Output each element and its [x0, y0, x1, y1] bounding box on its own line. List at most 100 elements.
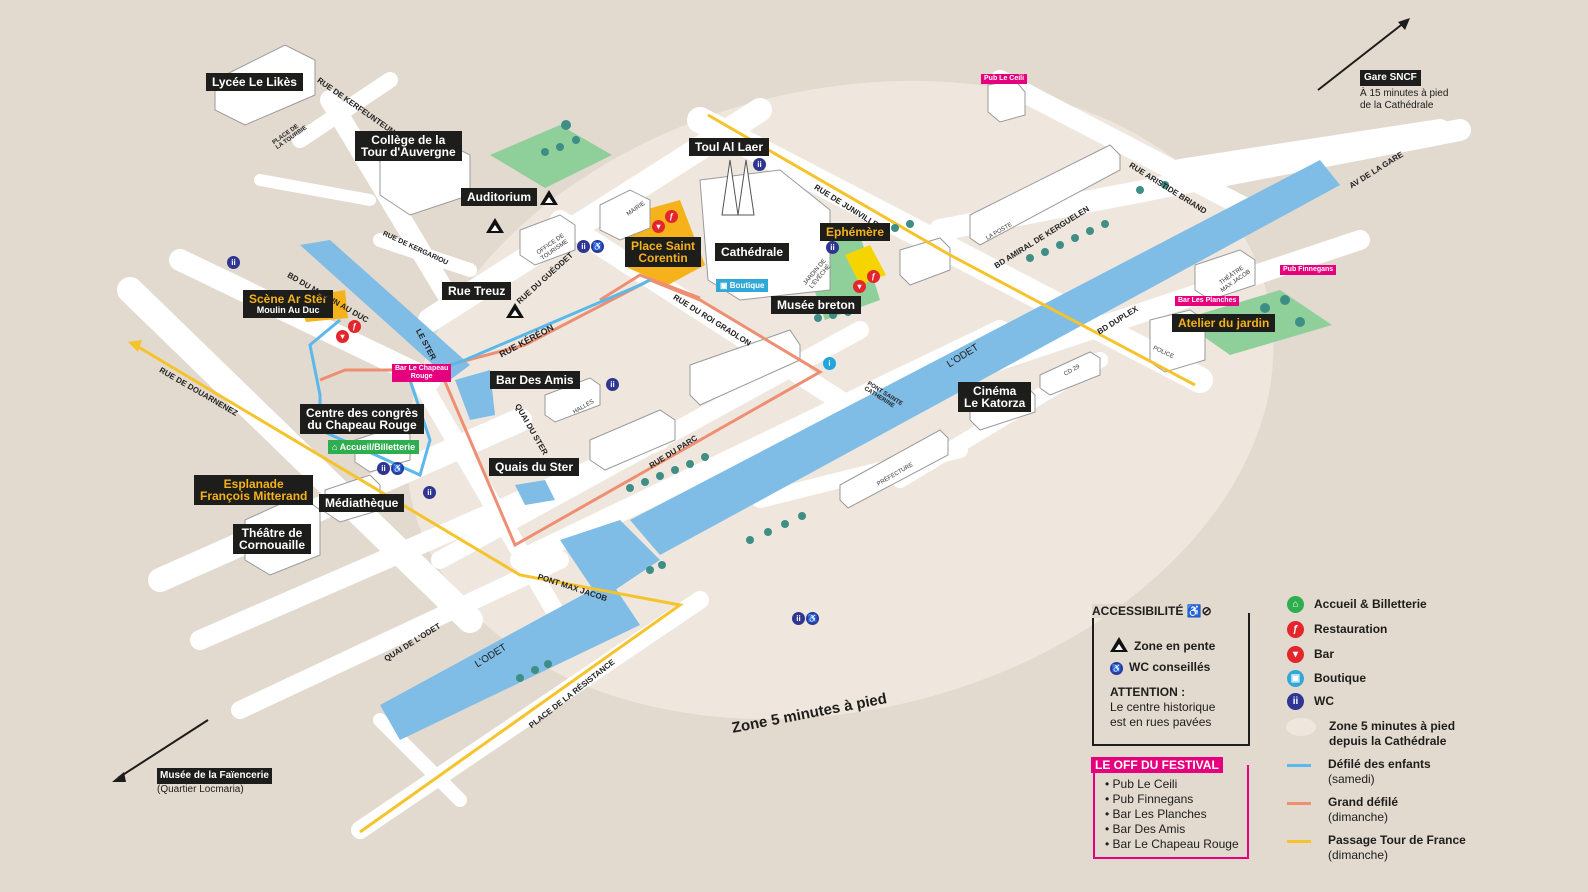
wheelchair-icon: ♿ — [1110, 662, 1123, 675]
wc-icon[interactable]: ii — [227, 256, 240, 269]
wc-icon: ii — [1287, 693, 1304, 710]
musee-breton-label[interactable]: Musée breton — [771, 296, 862, 314]
rue-treuz-label[interactable]: Rue Treuz — [442, 282, 512, 300]
ephemere-label[interactable]: Ephémère — [820, 223, 891, 241]
legend-tour-sub: (dimanche) — [1328, 848, 1389, 862]
house-icon: ⌂ — [332, 442, 340, 452]
lycee-label[interactable]: Lycée Le Likès — [206, 73, 303, 91]
mediatheque-label[interactable]: Médiathèque — [319, 494, 405, 512]
accueil-text: Accueil/Billetterie — [339, 442, 416, 452]
attention-text: Le centre historique est en rues pavées — [1110, 700, 1216, 729]
tour-line-swatch — [1287, 840, 1311, 843]
wc-icon: ii — [792, 612, 805, 625]
boutique-label[interactable]: ▣ Boutique — [716, 279, 769, 292]
legend-grand-sub: (dimanche) — [1328, 810, 1389, 824]
legend-restauration-text: Restauration — [1314, 622, 1388, 636]
theatre-cornouaille-label[interactable]: Théâtre de Cornouaille — [233, 524, 312, 554]
cup-icon[interactable]: ▾ — [336, 330, 349, 343]
list-item: • Bar Le Chapeau Rouge — [1105, 837, 1239, 851]
cup-icon[interactable]: ▾ — [652, 220, 665, 233]
defile-line-swatch — [1287, 802, 1311, 805]
river — [300, 160, 1340, 740]
grand-defile-route-b — [599, 273, 701, 302]
wc-accessible-icons[interactable]: ii♿ — [377, 462, 404, 475]
wc-icon: ii — [577, 240, 590, 253]
wc-icon[interactable]: ii — [423, 486, 436, 499]
gare-arrowhead — [1398, 18, 1410, 30]
gare-sncf[interactable]: Gare SNCF À 15 minutes à pied de la Cath… — [1360, 67, 1448, 112]
college-label[interactable]: Collège de la Tour d'Auvergne — [355, 131, 462, 161]
slope-legend: Zone en pente — [1110, 635, 1215, 653]
wc-accessible-icons[interactable]: ii♿ — [792, 612, 819, 625]
fork-knife-icon: ƒ — [1287, 621, 1304, 638]
wc-icon[interactable]: ii — [606, 378, 619, 391]
list-item: • Bar Des Amis — [1105, 822, 1186, 836]
wc-accessible-icons[interactable]: ii — [826, 241, 839, 254]
bar-planches-label[interactable]: Bar Les Planches — [1175, 296, 1240, 306]
centre-congres-label[interactable]: Centre des congrès du Chapeau Rouge — [300, 404, 425, 434]
off-list: • Pub Le Ceili • Pub Finnegans • Bar Les… — [1105, 777, 1239, 852]
zone-swatch — [1286, 718, 1316, 736]
info-icon[interactable]: i — [823, 357, 836, 370]
bar-chapeau-rouge-label[interactable]: Bar Le Chapeau Rouge — [392, 364, 452, 382]
wc-advice-legend: ♿WC conseillés — [1110, 660, 1210, 675]
cup-icon[interactable]: ▾ — [853, 280, 866, 293]
slope-icon — [540, 190, 558, 205]
wc-icon[interactable]: ii — [753, 158, 766, 171]
quais-du-ster-label[interactable]: Quais du Ster — [489, 458, 580, 476]
attention-note: ATTENTION :Le centre historique est en r… — [1110, 685, 1215, 730]
wheelchair-icon: ♿ — [806, 612, 819, 625]
musee-faiencerie[interactable]: Musée de la Faïencerie (Quartier Locmari… — [157, 765, 272, 796]
atelier-label[interactable]: Atelier du jardin — [1172, 314, 1276, 332]
tour-de-france-route-west — [134, 343, 684, 834]
musee-arrow — [117, 719, 209, 779]
bag-icon: ▣ — [720, 281, 730, 290]
scene-label-title: Scène Ar Stêr — [249, 292, 328, 306]
no-stroller-icon: ⊘ — [1201, 604, 1212, 618]
slope-text: Zone en pente — [1134, 639, 1216, 653]
place-saint-corentin-label[interactable]: Place Saint Corentin — [625, 237, 702, 267]
fork-knife-icon[interactable]: ƒ — [665, 210, 678, 223]
legend-tour-title: Passage Tour de France — [1328, 833, 1466, 847]
toul-label[interactable]: Toul Al Laer — [689, 138, 770, 156]
tour-arrow-head — [128, 340, 142, 352]
accueil-label[interactable]: ⌂ Accueil/Billetterie — [328, 440, 420, 454]
list-item: • Bar Les Planches — [1105, 807, 1207, 821]
fork-knife-icon[interactable]: ƒ — [348, 320, 361, 333]
legend-boutique-text: Boutique — [1314, 671, 1366, 685]
wheelchair-icon: ♿ — [591, 240, 604, 253]
legend-tour-text: Passage Tour de France(dimanche) — [1328, 833, 1466, 863]
legend-enfants-title: Défilé des enfants — [1328, 757, 1431, 771]
pub-finnegans-label[interactable]: Pub Finnegans — [1280, 265, 1337, 275]
cathedral-icon — [721, 159, 755, 216]
accessibility-box: ACCESSIBILITÉ ♿⊘ Zone en pente ♿WC conse… — [1092, 604, 1250, 746]
legend-wc-text: WC — [1314, 694, 1334, 708]
list-item: • Pub Finnegans — [1105, 792, 1194, 806]
legend-accueil-text: Accueil & Billetterie — [1314, 597, 1427, 611]
cathedrale-label[interactable]: Cathédrale — [715, 243, 790, 261]
list-item: • Pub Le Ceili — [1105, 777, 1178, 791]
off-festival-box: LE OFF DU FESTIVAL • Pub Le Ceili • Pub … — [1091, 757, 1249, 859]
bar-des-amis-label[interactable]: Bar Des Amis — [490, 371, 580, 389]
boutique-text: Boutique — [729, 281, 765, 290]
gare-note: À 15 minutes à pied de la Cathédrale — [1360, 88, 1449, 111]
musee-note: (Quartier Locmaria) — [157, 784, 244, 795]
wc-icon: ii — [826, 241, 839, 254]
wheelchair-icon: ♿ — [1186, 604, 1202, 618]
slope-icon — [1110, 637, 1128, 652]
gare-title: Gare SNCF — [1360, 70, 1421, 86]
pub-ceili-label[interactable]: Pub Le Ceili — [981, 74, 1028, 84]
fork-knife-icon[interactable]: ƒ — [867, 270, 880, 283]
accessibility-title: ACCESSIBILITÉ ♿⊘ — [1092, 604, 1216, 618]
esplanade-label[interactable]: Esplanade François Mitterand — [194, 475, 314, 505]
accessibility-title-text: ACCESSIBILITÉ — [1092, 604, 1184, 618]
musee-title: Musée de la Faïencerie — [157, 768, 272, 784]
wc-icon: ii — [377, 462, 390, 475]
house-icon: ⌂ — [1287, 596, 1304, 613]
wc-accessible-icons[interactable]: ii♿ — [577, 240, 604, 253]
bag-icon: ▣ — [1287, 670, 1304, 687]
auditorium-label[interactable]: Auditorium — [461, 188, 537, 206]
cinema-label[interactable]: Cinéma Le Katorza — [958, 382, 1032, 412]
